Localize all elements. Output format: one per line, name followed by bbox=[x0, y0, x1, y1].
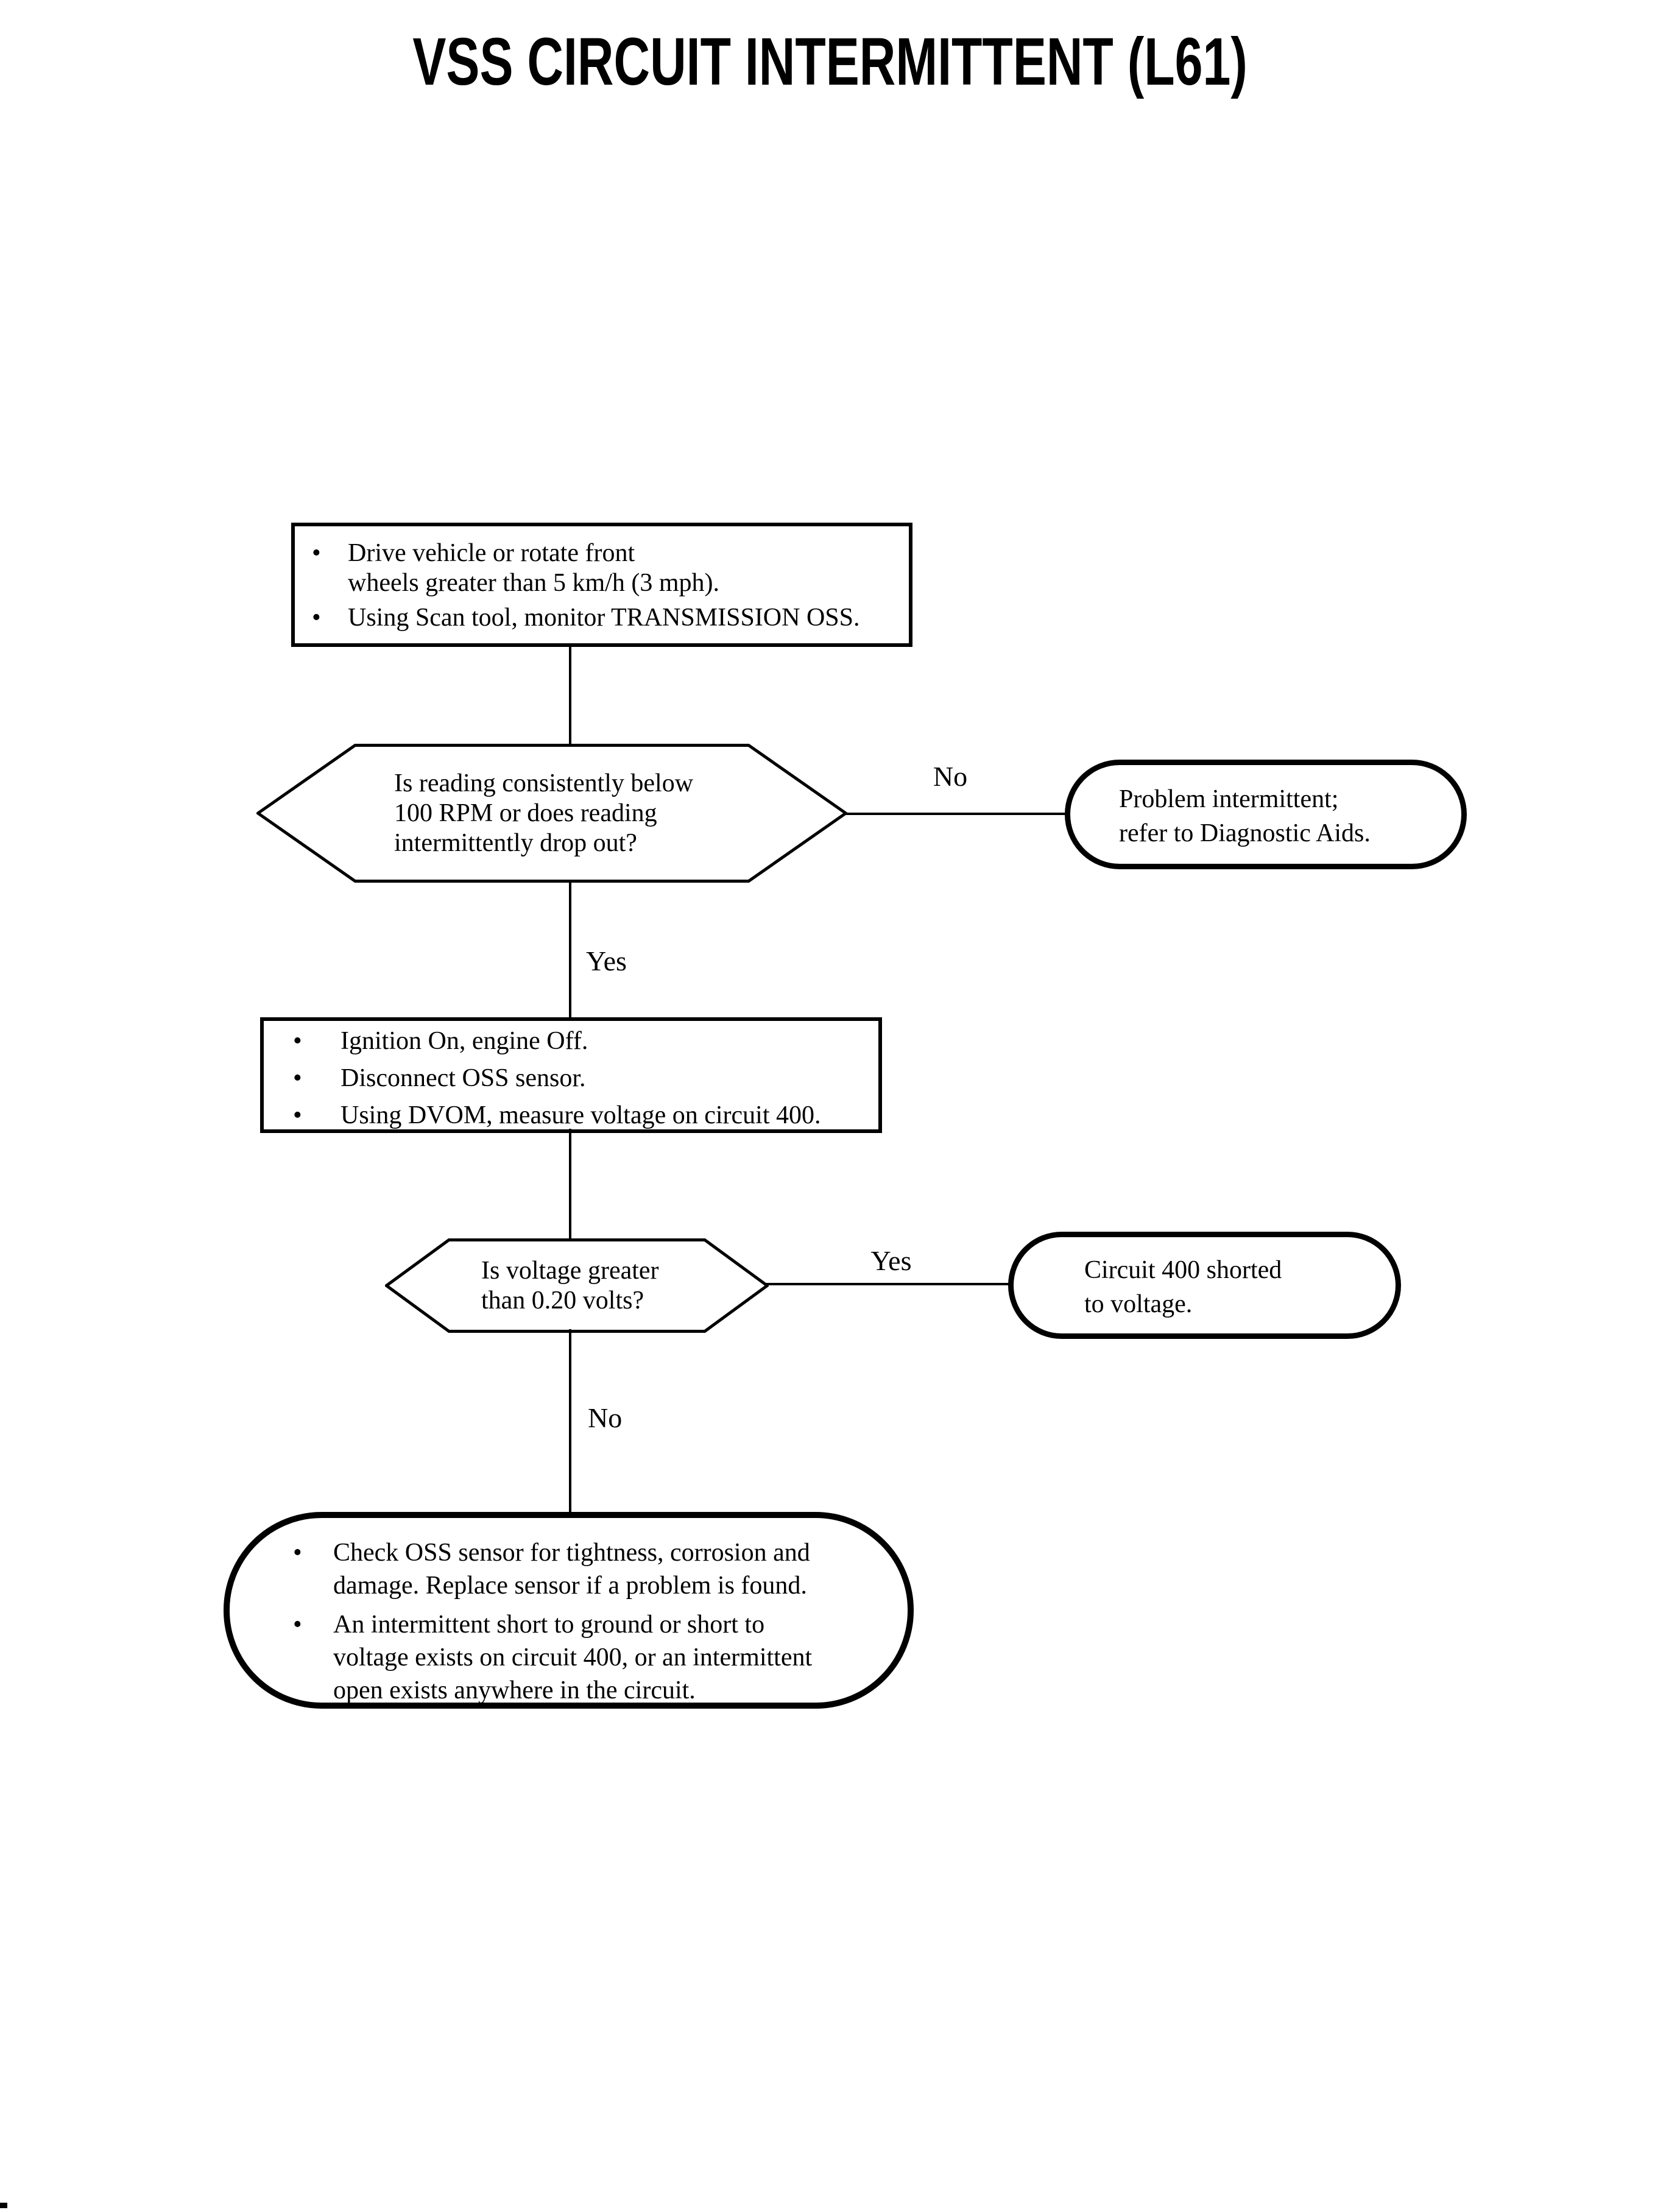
scan-artifact bbox=[0, 2203, 7, 2208]
bullet-text: An intermittent short to ground or short… bbox=[333, 1611, 765, 1639]
bullet-icon: • bbox=[312, 539, 321, 567]
bullet-line: • Using Scan tool, monitor TRANSMISSION … bbox=[295, 603, 909, 633]
bullet-line: • Using DVOM, measure voltage on circuit… bbox=[264, 1101, 878, 1131]
bullet-text: Using Scan tool, monitor TRANSMISSION OS… bbox=[348, 604, 860, 632]
terminal-line: refer to Diagnostic Aids. bbox=[1119, 819, 1371, 847]
bullet-text: Ignition On, engine Off. bbox=[341, 1027, 588, 1055]
bullet-line: • Ignition On, engine Off. bbox=[264, 1026, 878, 1056]
terminal-line: Problem intermittent; bbox=[1119, 785, 1339, 813]
terminal-line: to voltage. bbox=[1084, 1290, 1193, 1318]
bullet-line-continuation: open exists anywhere in the circuit. bbox=[230, 1674, 908, 1707]
bullet-text: wheels greater than 5 km/h (3 mph). bbox=[348, 569, 719, 597]
decision-line: than 0.20 volts? bbox=[481, 1287, 644, 1315]
connector-step2-to-decision2 bbox=[569, 1129, 571, 1241]
bullet-icon: • bbox=[312, 604, 321, 632]
bullet-text: Check OSS sensor for tightness, corrosio… bbox=[333, 1539, 810, 1567]
bullet-line-continuation: voltage exists on circuit 400, or an int… bbox=[230, 1641, 908, 1674]
connector-decision1-no bbox=[845, 813, 1066, 815]
bullet-text: damage. Replace sensor if a problem is f… bbox=[333, 1572, 807, 1600]
bullet-line-continuation: damage. Replace sensor if a problem is f… bbox=[230, 1569, 908, 1602]
bullet-icon: • bbox=[293, 1064, 302, 1092]
decision-line: Is reading consistently below bbox=[394, 769, 694, 797]
bullet-line: • Disconnect OSS sensor. bbox=[264, 1064, 878, 1093]
bullet-line: • Drive vehicle or rotate front bbox=[295, 538, 909, 568]
bullet-text: Using DVOM, measure voltage on circuit 4… bbox=[341, 1101, 821, 1129]
page-title: VSS CIRCUIT INTERMITTENT (L61) bbox=[0, 24, 1661, 99]
bullet-text: Disconnect OSS sensor. bbox=[341, 1064, 586, 1092]
terminal-circuit-shorted: Circuit 400 shorted to voltage. bbox=[1008, 1232, 1401, 1339]
decision-line: intermittently drop out? bbox=[394, 829, 637, 857]
bullet-line: • An intermittent short to ground or sho… bbox=[230, 1608, 908, 1641]
bullet-icon: • bbox=[293, 1539, 302, 1567]
connector-decision2-yes bbox=[766, 1283, 1010, 1285]
bullet-line: • Check OSS sensor for tightness, corros… bbox=[230, 1536, 908, 1569]
process-box-drive-vehicle: • Drive vehicle or rotate front wheels g… bbox=[291, 523, 912, 647]
bullet-text: voltage exists on circuit 400, or an int… bbox=[333, 1643, 813, 1672]
bullet-icon: • bbox=[293, 1101, 302, 1129]
edge-label-yes-1: Yes bbox=[586, 945, 627, 976]
connector-step1-to-decision1 bbox=[569, 643, 571, 748]
connector-decision2-no bbox=[569, 1329, 571, 1514]
terminal-line: Circuit 400 shorted bbox=[1084, 1256, 1282, 1284]
connector-decision1-yes bbox=[569, 881, 571, 1020]
terminal-check-oss-sensor: • Check OSS sensor for tightness, corros… bbox=[224, 1512, 914, 1709]
decision-hexagon-reading-shape bbox=[256, 744, 847, 883]
decision-line: Is voltage greater bbox=[481, 1257, 659, 1285]
bullet-icon: • bbox=[293, 1611, 302, 1639]
bullet-text: Drive vehicle or rotate front bbox=[348, 539, 635, 567]
page-title-text: VSS CIRCUIT INTERMITTENT (L61) bbox=[412, 24, 1248, 99]
process-box-measure-voltage: • Ignition On, engine Off. • Disconnect … bbox=[260, 1017, 882, 1133]
decision-voltage-text: Is voltage greater than 0.20 volts? bbox=[481, 1256, 659, 1316]
edge-label-no-2: No bbox=[588, 1402, 623, 1433]
decision-reading-text: Is reading consistently below 100 RPM or… bbox=[394, 769, 693, 858]
terminal-problem-intermittent: Problem intermittent; refer to Diagnosti… bbox=[1065, 760, 1467, 869]
bullet-text: open exists anywhere in the circuit. bbox=[333, 1676, 696, 1704]
edge-label-yes-2: Yes bbox=[870, 1245, 912, 1276]
bullet-icon: • bbox=[293, 1027, 302, 1055]
decision-line: 100 RPM or does reading bbox=[394, 799, 657, 827]
edge-label-no-1: No bbox=[933, 761, 968, 792]
bullet-line-continuation: wheels greater than 5 km/h (3 mph). bbox=[295, 568, 909, 598]
decision-hexagon-voltage-shape bbox=[385, 1238, 769, 1333]
